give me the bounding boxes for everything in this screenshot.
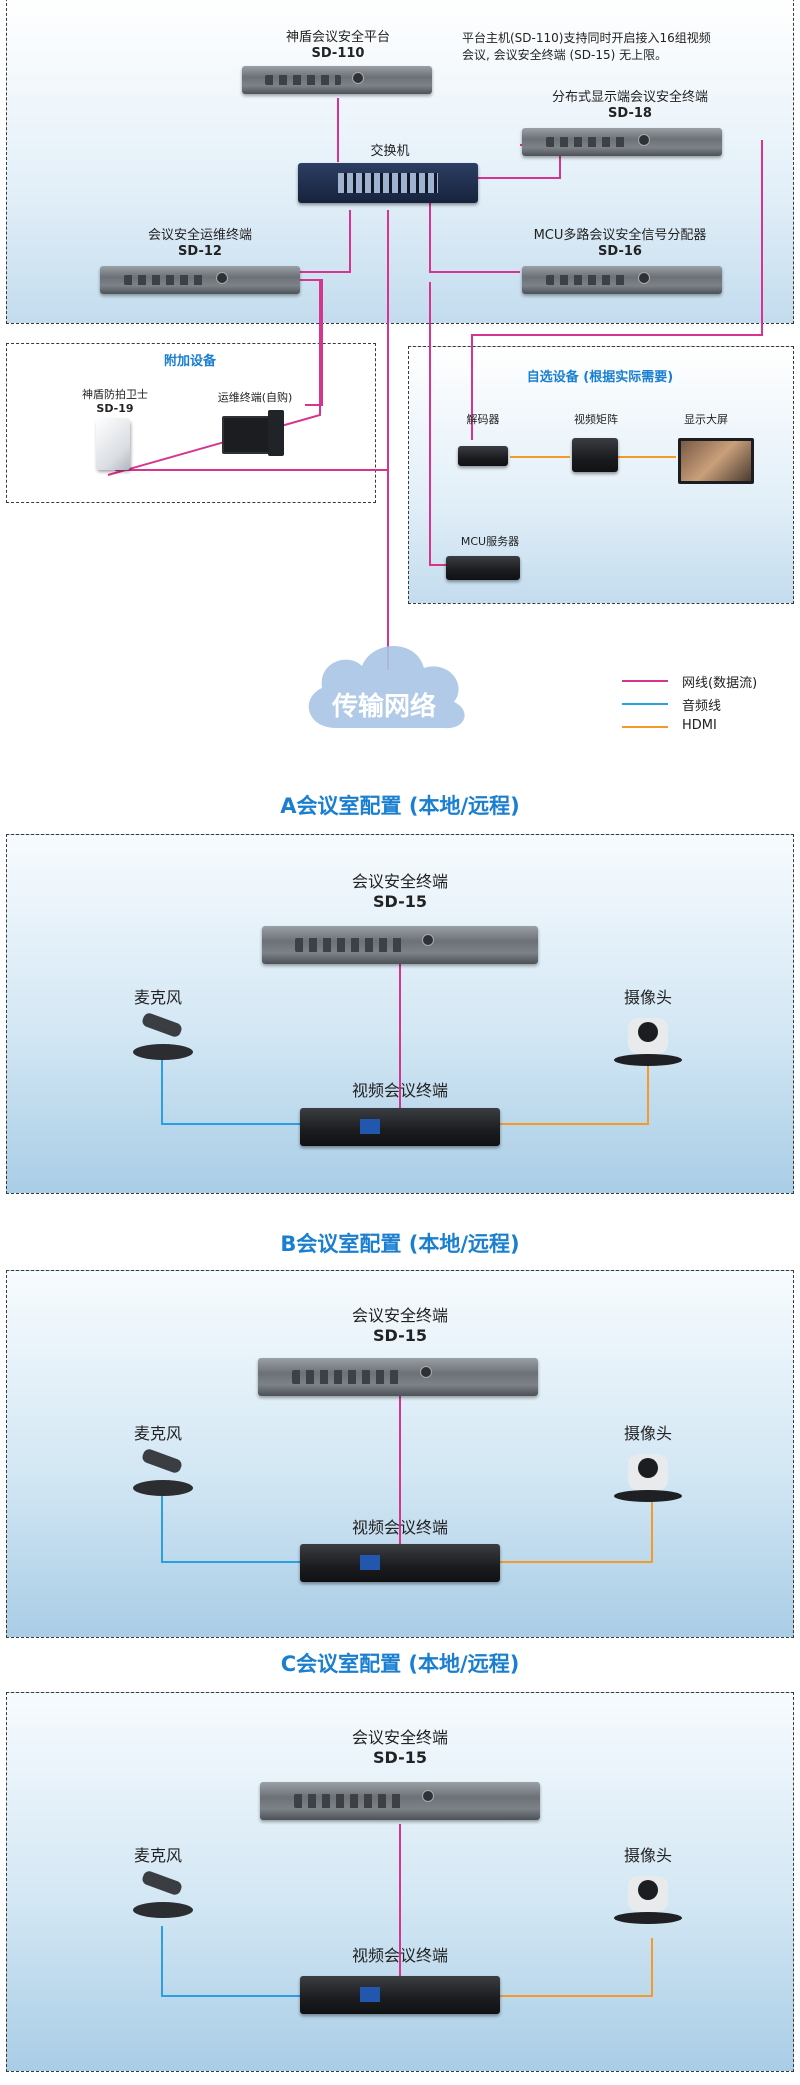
capacity-note: 平台主机(SD-110)支持同时开启接入16组视频会议, 会议安全终端 (SD-…	[462, 31, 711, 62]
room-c-terminal-device	[260, 1782, 540, 1820]
display-terminal-name: 分布式显示端会议安全终端	[551, 90, 708, 105]
screen-device	[678, 438, 754, 484]
room-a-mic-label: 麦克风	[133, 988, 182, 1007]
platform-device	[242, 66, 432, 94]
room-c-wiring	[161, 1824, 653, 1997]
room-c-terminal-label: 会议安全终端 SD-15	[300, 1728, 500, 1768]
display-terminal-model: SD-18	[608, 106, 652, 121]
room-a-terminal-model: SD-15	[372, 892, 427, 911]
platform-model: SD-110	[311, 46, 365, 61]
ops-terminal-model: SD-12	[178, 244, 222, 259]
display-terminal-label: 分布式显示端会议安全终端 SD-18	[530, 90, 730, 122]
matrix-device	[572, 438, 618, 472]
decoder-label: 解码器	[466, 413, 500, 426]
mcu-server-label: MCU服务器	[460, 535, 520, 548]
ops-terminal-device	[100, 266, 300, 294]
room-b-terminal-device	[258, 1358, 538, 1396]
room-b-camera-label: 摄像头	[623, 1424, 672, 1443]
room-c-camera-label: 摄像头	[623, 1846, 672, 1865]
network-label: 传输网络	[331, 692, 436, 722]
room-c-microphone-icon	[133, 1871, 193, 1918]
platform-name: 神盾会议安全平台	[285, 30, 390, 45]
room-a-camera-label: 摄像头	[623, 988, 672, 1007]
legend-audio-line	[622, 703, 668, 705]
room-b-terminal-label: 会议安全终端 SD-15	[300, 1306, 500, 1346]
guard-name: 神盾防拍卫士	[82, 388, 148, 401]
room-c-title: C会议室配置 (本地/远程)	[280, 1652, 520, 1676]
legend-hdmi-line	[622, 726, 668, 728]
legend-hdmi-text: HDMI	[682, 718, 717, 733]
room-a-terminal-name: 会议安全终端	[351, 872, 448, 891]
room-a-microphone-icon	[133, 1013, 193, 1060]
room-b-terminal-model: SD-15	[372, 1326, 427, 1345]
ops-pc-label: 运维终端(自购)	[217, 391, 293, 404]
room-b-camera-icon	[614, 1454, 682, 1502]
room-c-terminal-name: 会议安全终端	[351, 1728, 448, 1747]
mcu-splitter-name: MCU多路会议安全信号分配器	[533, 228, 707, 243]
room-b-title: B会议室配置 (本地/远程)	[280, 1232, 520, 1256]
display-terminal-device	[522, 128, 722, 156]
room-a-video-label: 视频会议终端	[351, 1081, 448, 1100]
room-a-terminal-device	[262, 926, 538, 964]
room-b-microphone-icon	[133, 1449, 193, 1496]
core-wiring	[107, 98, 763, 670]
platform-label: 神盾会议安全平台 SD-110	[258, 30, 418, 62]
room-a-title: A会议室配置 (本地/远程)	[280, 794, 520, 818]
room-b-wiring	[161, 1390, 653, 1563]
decoder-device	[458, 446, 508, 466]
mcu-server-device	[446, 556, 520, 580]
room-c-video-device	[300, 1976, 500, 2014]
room-c-video-label: 视频会议终端	[351, 1946, 448, 1965]
guard-model: SD-19	[96, 402, 134, 415]
optional-title: 自选设备 (根据实际需要)	[526, 370, 674, 385]
room-c-terminal-model: SD-15	[372, 1748, 427, 1767]
legend-audio-text: 音频线	[682, 699, 722, 714]
guard-device	[96, 418, 130, 470]
room-c-mic-label: 麦克风	[133, 1846, 182, 1865]
switch-device	[298, 163, 478, 203]
ops-terminal-name: 会议安全运维终端	[147, 228, 252, 243]
network-cloud-icon	[308, 646, 465, 729]
matrix-label: 视频矩阵	[574, 413, 618, 426]
addon-panel	[6, 343, 376, 503]
room-b-terminal-name: 会议安全终端	[351, 1306, 448, 1325]
ops-terminal-label: 会议安全运维终端 SD-12	[120, 228, 280, 260]
switch-label: 交换机	[370, 144, 410, 159]
screen-label: 显示大屏	[684, 413, 728, 426]
room-a-video-device	[300, 1108, 500, 1146]
room-a-terminal-label: 会议安全终端 SD-15	[300, 872, 500, 912]
room-b-mic-label: 麦克风	[133, 1424, 182, 1443]
mcu-splitter-model: SD-16	[598, 244, 642, 259]
room-a-wiring	[161, 964, 649, 1125]
legend-network-line	[622, 680, 668, 682]
legend-network-text: 网线(数据流)	[682, 676, 758, 691]
room-b-video-label: 视频会议终端	[351, 1518, 448, 1537]
ops-pc-monitor	[222, 416, 272, 454]
room-c-camera-icon	[614, 1876, 682, 1924]
ops-pc-tower	[268, 410, 284, 456]
mcu-splitter-label: MCU多路会议安全信号分配器 SD-16	[520, 228, 720, 260]
mcu-splitter-device	[522, 266, 722, 294]
room-a-camera-icon	[614, 1018, 682, 1066]
addon-title: 附加设备	[163, 354, 216, 369]
room-b-video-device	[300, 1544, 500, 1582]
guard-label: 神盾防拍卫士 SD-19	[60, 388, 170, 416]
